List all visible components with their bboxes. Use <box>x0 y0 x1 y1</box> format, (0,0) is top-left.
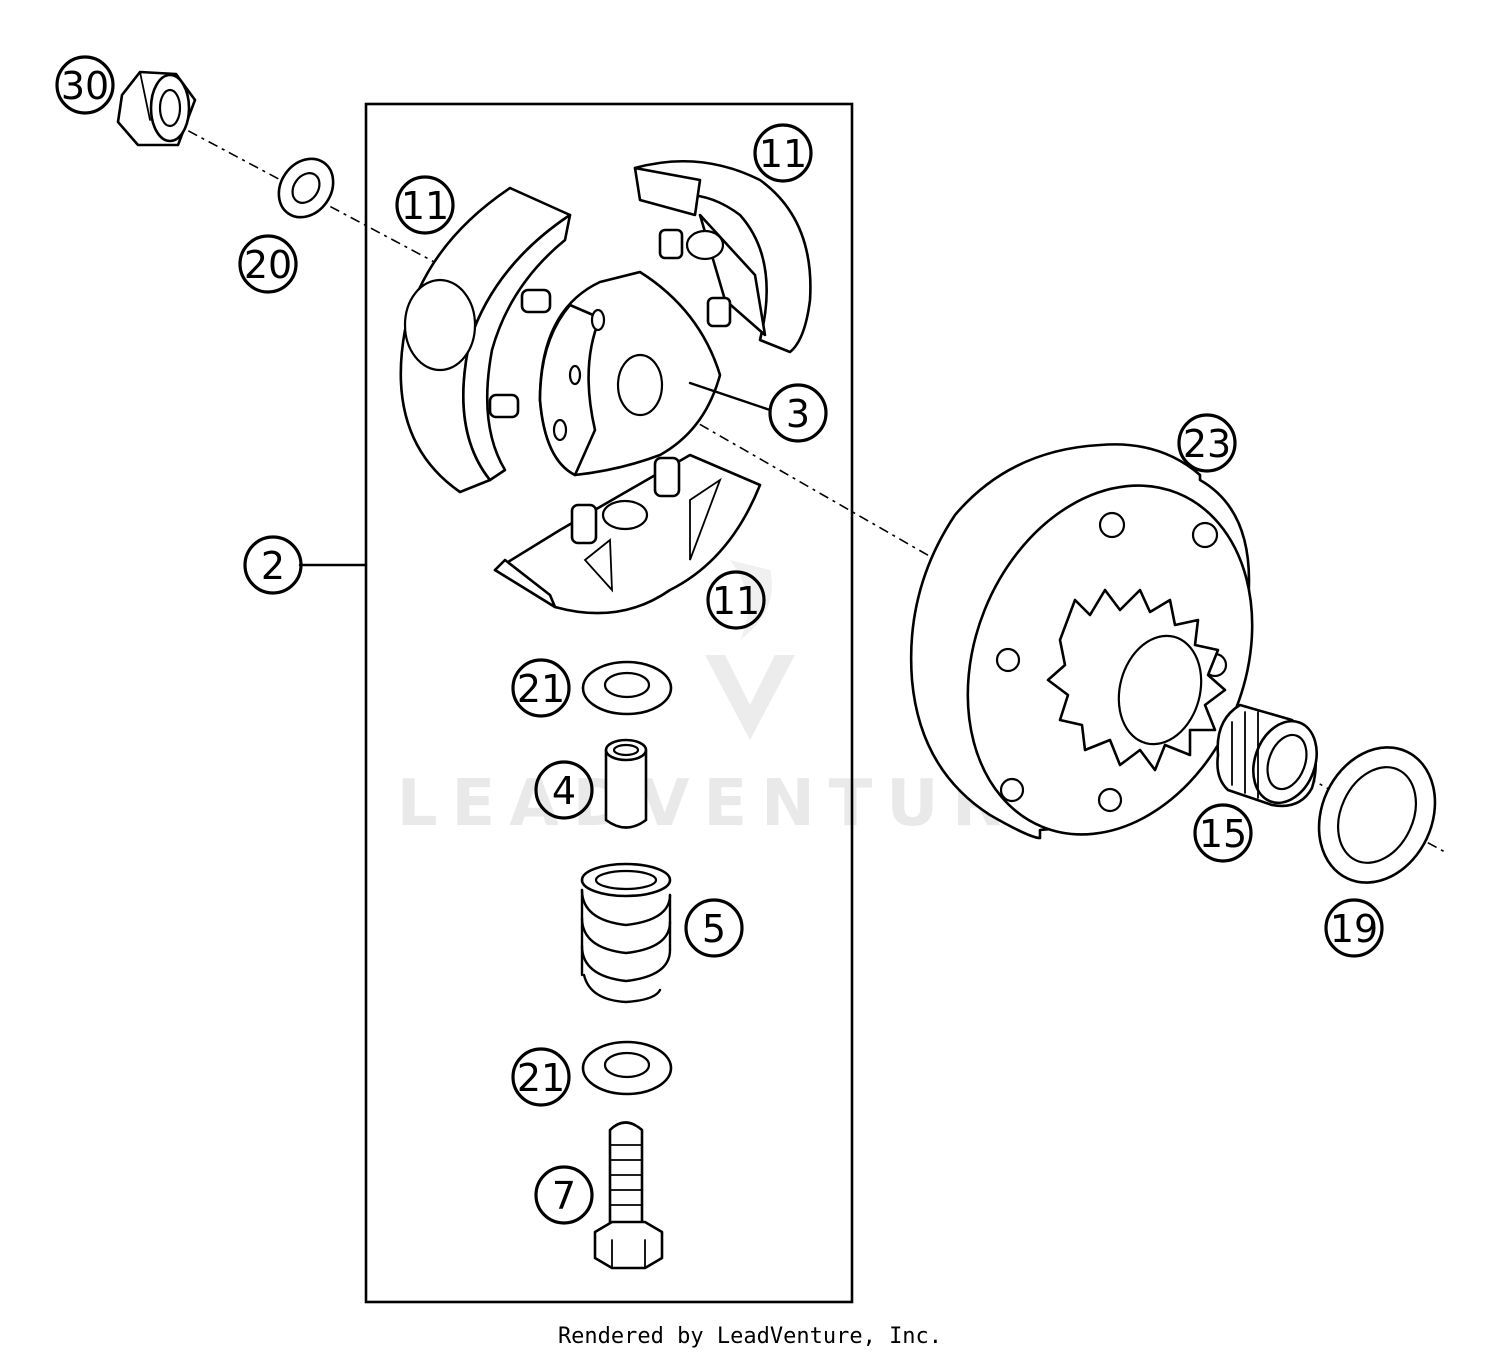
callout-11-bottom: 11 <box>706 570 766 630</box>
callout-label: 11 <box>759 132 807 176</box>
callout-label: 15 <box>1199 812 1247 856</box>
hub-plate-part <box>538 270 772 477</box>
callout-2: 2 <box>243 535 303 595</box>
needle-bearing-part <box>1216 703 1318 808</box>
callout-label: 21 <box>517 667 565 711</box>
callout-label: 3 <box>786 392 810 436</box>
spring-washer-upper <box>581 660 673 716</box>
callout-3: 3 <box>768 383 828 443</box>
callout-label: 2 <box>261 544 285 588</box>
callout-label: 20 <box>244 243 292 287</box>
washer-part <box>277 157 335 219</box>
callout-label: 7 <box>552 1174 576 1218</box>
callout-20: 20 <box>238 234 298 294</box>
callout-15: 15 <box>1193 803 1253 863</box>
callout-label: 19 <box>1330 907 1378 951</box>
callout-11-left: 11 <box>395 175 455 235</box>
callout-7: 7 <box>534 1165 594 1225</box>
callout-label: 30 <box>61 64 109 108</box>
callout-label: 11 <box>712 579 760 623</box>
clutch-shoe-top-right <box>633 160 812 354</box>
bolt-part <box>593 1121 664 1270</box>
clutch-shoe-left <box>399 186 572 494</box>
callout-5: 5 <box>684 898 744 958</box>
spring-part <box>580 862 672 1004</box>
callout-21-upper: 21 <box>511 658 571 718</box>
callout-11-top-right: 11 <box>753 123 813 183</box>
nut-part <box>116 70 197 147</box>
render-credit-footer: Rendered by LeadVenture, Inc. <box>557 1324 943 1349</box>
clutch-assembly-frame <box>364 102 854 1304</box>
axis-line-main <box>639 389 946 566</box>
callout-label: 21 <box>517 1056 565 1100</box>
callout-label: 5 <box>702 907 726 951</box>
callout-21-lower: 21 <box>511 1047 571 1107</box>
sleeve-part <box>604 738 648 829</box>
clutch-shoe-bottom <box>493 453 762 615</box>
callout-label: 23 <box>1183 422 1231 466</box>
thrust-washer-part <box>1317 746 1437 884</box>
callout-4: 4 <box>534 760 594 820</box>
spring-washer-lower <box>581 1040 673 1096</box>
callout-19: 19 <box>1324 898 1384 958</box>
callout-30: 30 <box>55 55 115 115</box>
callout-23: 23 <box>1177 413 1237 473</box>
callout-label: 4 <box>552 769 576 813</box>
callout-label: 11 <box>401 184 449 228</box>
clutch-drum-part <box>909 443 1254 840</box>
